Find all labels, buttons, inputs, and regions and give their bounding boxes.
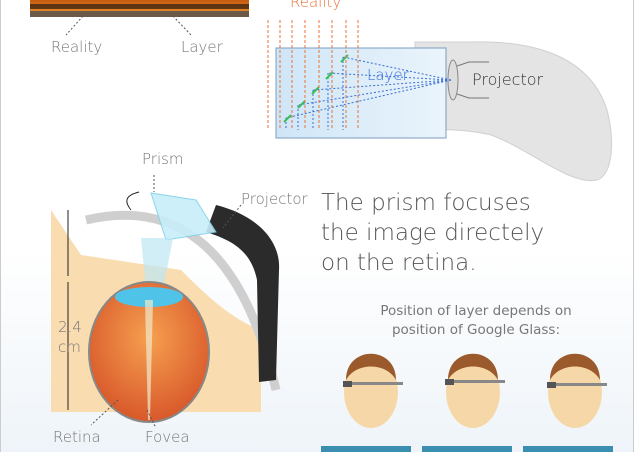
prism-label: Prism [142, 150, 184, 168]
face-2 [445, 353, 505, 428]
headline: The prism focuses the image directely on… [321, 188, 544, 278]
city-photo [30, 0, 249, 17]
headline-line-3: on the retina. [321, 250, 477, 276]
face-variants [321, 353, 613, 452]
measure-value: 2.4 [58, 318, 82, 336]
reality-rays [267, 20, 359, 130]
projector-lens-icon [447, 59, 459, 101]
rotate-arrow-icon [126, 191, 140, 211]
glass-arm [206, 205, 280, 382]
position-note: Position of layer depends on position of… [331, 302, 621, 340]
fovea-label: Fovea [145, 428, 190, 446]
eye-projector-label: Projector [241, 190, 308, 208]
glass-body [414, 41, 613, 182]
position-note-line-1: Position of layer depends on [380, 303, 572, 319]
headline-line-2: the image directely [321, 220, 545, 246]
cornea [115, 287, 183, 307]
layer-label: Layer [181, 38, 223, 56]
projector-label: Projector [472, 70, 544, 89]
face-3 [547, 353, 607, 428]
prism-mirrors [283, 54, 349, 123]
reality-rays-label: Reality [290, 0, 342, 11]
prism [150, 192, 217, 241]
prism-block [275, 47, 447, 139]
position-note-line-2: position of Google Glass: [391, 322, 561, 338]
layer-rays-label: Layer [367, 66, 409, 84]
layer-pointer [172, 15, 192, 36]
headline-line-1: The prism focuses [321, 190, 531, 216]
reality-label: Reality [51, 38, 103, 56]
retina-label: Retina [53, 428, 101, 446]
measure-unit: cm [58, 338, 81, 356]
reality-pointer [65, 15, 84, 36]
face-1 [343, 353, 403, 428]
